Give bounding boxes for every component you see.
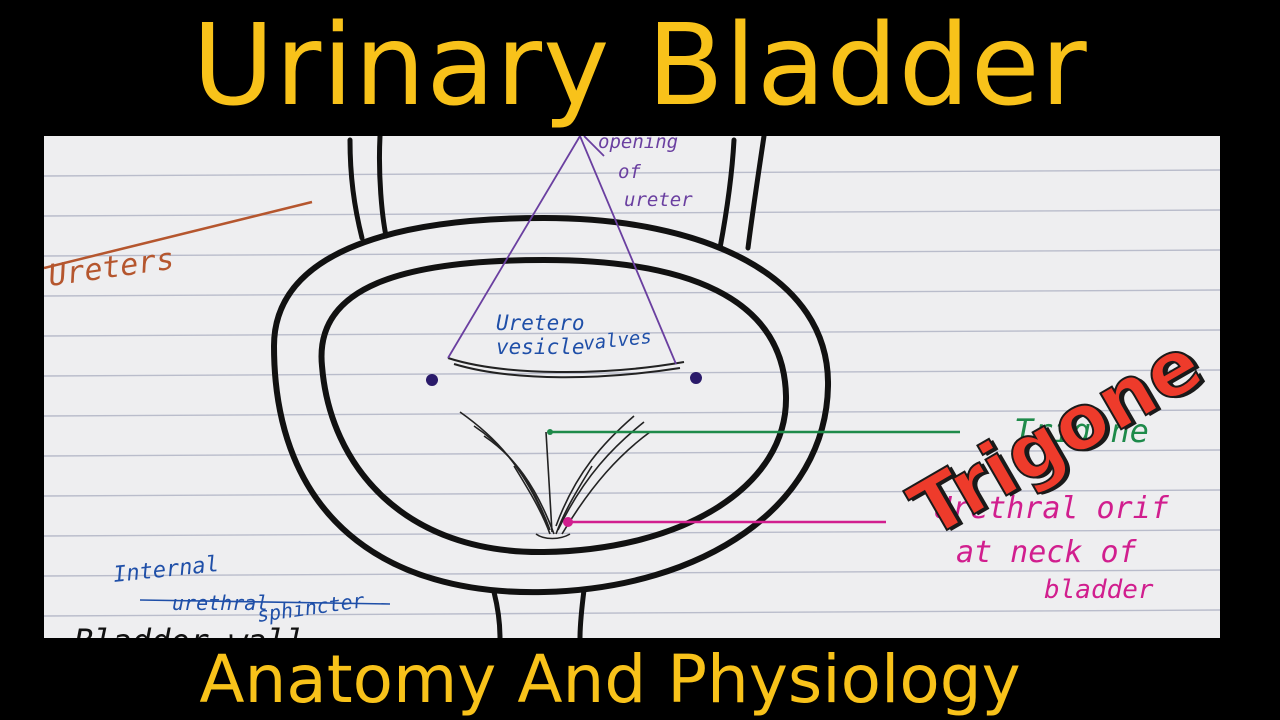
video-title: Urinary Bladder (0, 2, 1280, 130)
notebook-page: opening of ureter Ureters Uretero vesicl… (44, 136, 1220, 638)
video-subtitle: Anatomy And Physiology (0, 640, 1220, 720)
valves-label-line-1: Uretero (496, 311, 585, 335)
valves-label-line-3: valves (582, 326, 653, 355)
valves-label-line-2: vesicle (496, 335, 585, 359)
urethral-orifice-dot (563, 517, 573, 527)
bladder-diagram: opening of ureter Ureters Uretero vesicl… (44, 136, 1220, 638)
bladder-outer-wall (274, 218, 828, 592)
sphincter-label-line-1: Internal (112, 552, 220, 588)
opening-label-line-2: of (618, 161, 641, 183)
bladder-wall-label: Bladder wall (74, 622, 305, 638)
left-ureteric-orifice-dot (426, 374, 438, 386)
orifice-label-line-3: bladder (1044, 575, 1154, 605)
bladder-inner-cavity (322, 260, 787, 552)
opening-label-line-1: opening (598, 136, 678, 153)
opening-label-line-3: ureter (624, 189, 693, 211)
right-ureteric-orifice-dot (690, 372, 702, 384)
orifice-label-line-2: at neck of (956, 535, 1138, 570)
trigone-dot (547, 429, 553, 435)
ureters-label: Ureters (46, 242, 176, 294)
sphincter-label-line-2: urethral (172, 591, 268, 615)
